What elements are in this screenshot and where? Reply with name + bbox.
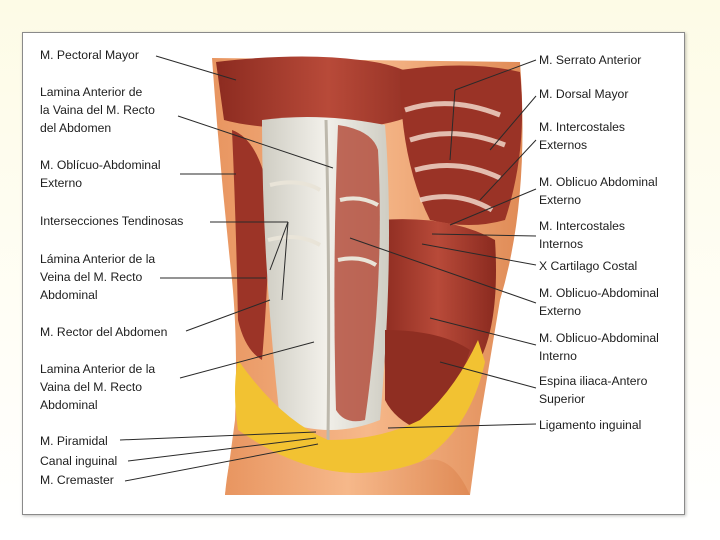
label-line: M. Dorsal Mayor (539, 85, 628, 103)
label-line: M. Oblicuo-Abdominal (539, 329, 659, 347)
label-line: Vaina del M. Recto (40, 378, 155, 396)
label-line: Lámina Anterior de la (40, 250, 155, 268)
label-line: M. Oblícuo-Abdominal (40, 156, 161, 174)
label-serrato-anterior: M. Serrato Anterior (539, 51, 641, 69)
label-line: Externo (539, 302, 659, 320)
label-line: Espina iliaca-Antero (539, 372, 647, 390)
label-ligamento-inguinal: Ligamento inguinal (539, 416, 641, 434)
label-line: M. Pectoral Mayor (40, 46, 139, 64)
label-line: Superior (539, 390, 647, 408)
label-line: Veina del M. Recto (40, 268, 155, 286)
label-oblicuo-abdominal-externo: M. Oblicuo Abdominal Externo (539, 173, 658, 209)
label-line: M. Intercostales (539, 118, 625, 136)
label-oblicuo-externo-right: M. Oblicuo-Abdominal Externo (539, 284, 659, 320)
label-line: X Cartilago Costal (539, 257, 637, 275)
label-intercostales-internos: M. Intercostales Internos (539, 217, 625, 253)
label-intercostales-externos: M. Intercostales Externos (539, 118, 625, 154)
label-line: la Vaina del M. Recto (40, 101, 155, 119)
label-line: Lamina Anterior de (40, 83, 155, 101)
label-line: del Abdomen (40, 119, 155, 137)
label-lamina-anterior-3: Lamina Anterior de la Vaina del M. Recto… (40, 360, 155, 414)
label-line: M. Oblicuo Abdominal (539, 173, 658, 191)
label-line: M. Cremaster (40, 471, 114, 489)
label-piramidal: M. Piramidal (40, 432, 108, 450)
label-line: Externo (539, 191, 658, 209)
label-line: Internos (539, 235, 625, 253)
label-line: Externo (40, 174, 161, 192)
label-line: Lamina Anterior de la (40, 360, 155, 378)
label-line: Abdominal (40, 396, 155, 414)
label-line: Abdominal (40, 286, 155, 304)
label-rector-abdomen: M. Rector del Abdomen (40, 323, 167, 341)
label-line: M. Rector del Abdomen (40, 323, 167, 341)
label-dorsal-mayor: M. Dorsal Mayor (539, 85, 628, 103)
label-lamina-anterior-2: Lámina Anterior de la Veina del M. Recto… (40, 250, 155, 304)
label-line: M. Oblicuo-Abdominal (539, 284, 659, 302)
label-line: Ligamento inguinal (539, 416, 641, 434)
label-line: M. Piramidal (40, 432, 108, 450)
label-espina-iliaca: Espina iliaca-Antero Superior (539, 372, 647, 408)
label-lamina-anterior-1: Lamina Anterior de la Vaina del M. Recto… (40, 83, 155, 137)
label-line: Interno (539, 347, 659, 365)
label-pectoral-mayor: M. Pectoral Mayor (40, 46, 139, 64)
label-oblicuo-externo-left: M. Oblícuo-Abdominal Externo (40, 156, 161, 192)
label-canal-inguinal: Canal inguinal (40, 452, 117, 470)
label-line: M. Intercostales (539, 217, 625, 235)
label-intersecciones: Intersecciones Tendinosas (40, 212, 183, 230)
label-oblicuo-interno: M. Oblicuo-Abdominal Interno (539, 329, 659, 365)
label-line: Externos (539, 136, 625, 154)
label-cartilago-costal: X Cartilago Costal (539, 257, 637, 275)
label-cremaster: M. Cremaster (40, 471, 114, 489)
label-line: Intersecciones Tendinosas (40, 212, 183, 230)
label-line: M. Serrato Anterior (539, 51, 641, 69)
label-line: Canal inguinal (40, 452, 117, 470)
